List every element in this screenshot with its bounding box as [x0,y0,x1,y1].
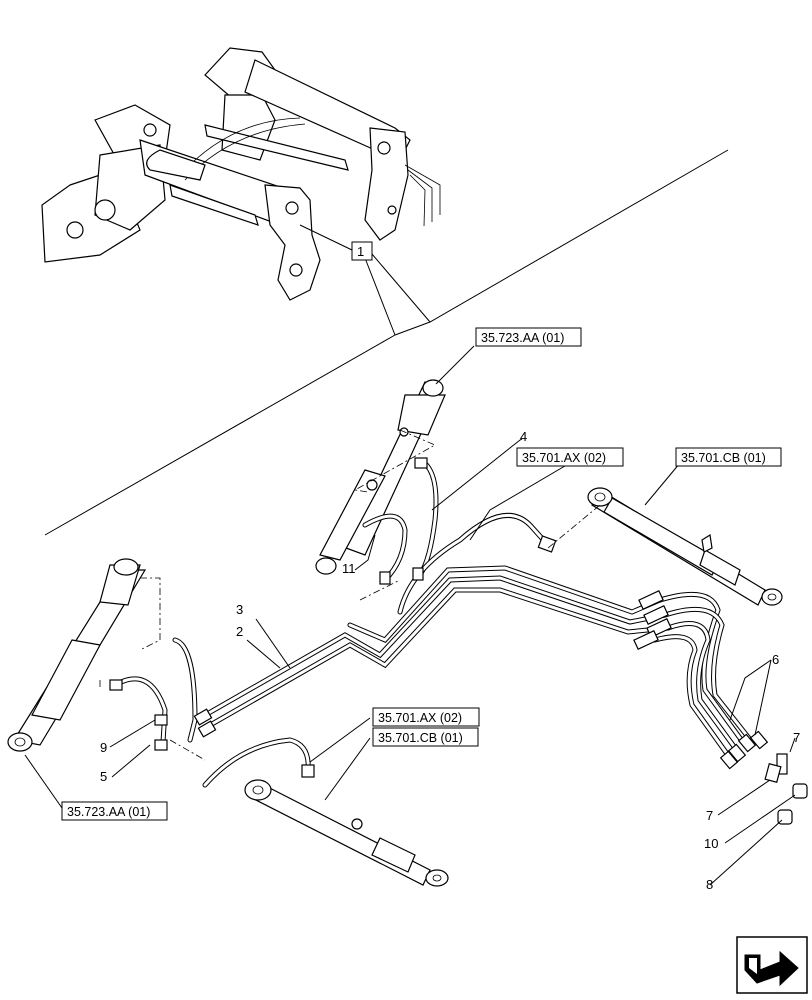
callout-9: 9 [100,740,107,755]
callout-1: 1 [357,244,364,259]
callout-leader-1 [299,224,431,336]
bucket-cylinder-bottom [7,558,147,752]
callout-10: 10 [704,836,718,851]
bucket-cylinder-top [315,379,446,575]
boom-cylinder-bottom [244,779,449,887]
ref-35723aa-top: 35.723.AA (01) [481,331,564,345]
callout-8: 8 [706,877,713,892]
callout-7b: 7 [706,808,713,823]
boom-cylinder-right [587,487,783,606]
alignment-lines [99,429,601,761]
reference-callouts: 35.723.AA (01) 35.701.AX (02) 35.701.CB … [61,327,782,821]
callout-7a: 7 [793,730,800,745]
ref-35701cb-top: 35.701.CB (01) [681,451,766,465]
leader-lines [24,345,796,886]
loader-frame-illustration [41,47,441,301]
callout-4: 4 [520,429,527,444]
item-callouts: 1 2 3 4 5 6 7 7 8 9 10 11 [100,241,800,892]
callout-5: 5 [100,769,107,784]
callout-2: 2 [236,624,243,639]
ref-35701ax-top: 35.701.AX (02) [522,451,606,465]
hydraulic-hoses [109,457,808,825]
ref-35701cb-mid: 35.701.CB (01) [378,731,463,745]
next-page-arrow-icon[interactable] [736,936,808,994]
ref-35701ax-mid: 35.701.AX (02) [378,711,462,725]
callout-3: 3 [236,602,243,617]
callout-6: 6 [772,652,779,667]
callout-11: 11 [342,561,356,576]
ref-35723aa-bottom: 35.723.AA (01) [67,805,150,819]
